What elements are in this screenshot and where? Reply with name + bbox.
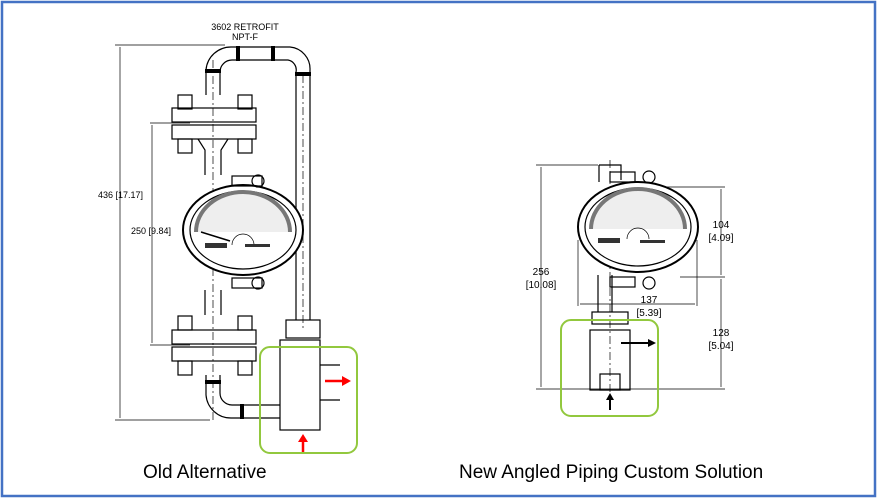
new-solution-drawing: 256 [10.08] 104 [4.09] 128 [5.04] 137 [5… xyxy=(526,160,734,417)
old-highlight-box xyxy=(259,346,358,454)
retrofit-note: 3602 RETROFIT xyxy=(211,22,279,32)
new-height-mm: 256 xyxy=(533,267,550,278)
new-caption: New Angled Piping Custom Solution xyxy=(459,462,764,483)
inlet-arrow-icon xyxy=(606,393,614,410)
npt-note: NPT-F xyxy=(232,32,259,42)
new-width-in: [5.39] xyxy=(636,308,661,319)
new-height-in: [10.08] xyxy=(526,280,557,291)
inlet-arrow-icon xyxy=(298,434,308,452)
old-caption: Old Alternative xyxy=(143,462,267,483)
new-upper-mm: 104 xyxy=(713,220,730,231)
old-height-dimension: 436 [17.17] xyxy=(98,190,143,200)
new-upper-in: [4.09] xyxy=(708,233,733,244)
new-width-mm: 137 xyxy=(641,295,658,306)
new-lower-mm: 128 xyxy=(713,328,730,339)
new-highlight-box xyxy=(560,319,659,417)
outlet-arrow-icon xyxy=(621,339,656,347)
outlet-arrow-icon xyxy=(325,376,351,386)
old-flange-dimension: 250 [9.84] xyxy=(131,226,171,236)
new-lower-in: [5.04] xyxy=(708,341,733,352)
old-alternative-drawing: 3602 RETROFIT NPT-F xyxy=(98,22,358,454)
